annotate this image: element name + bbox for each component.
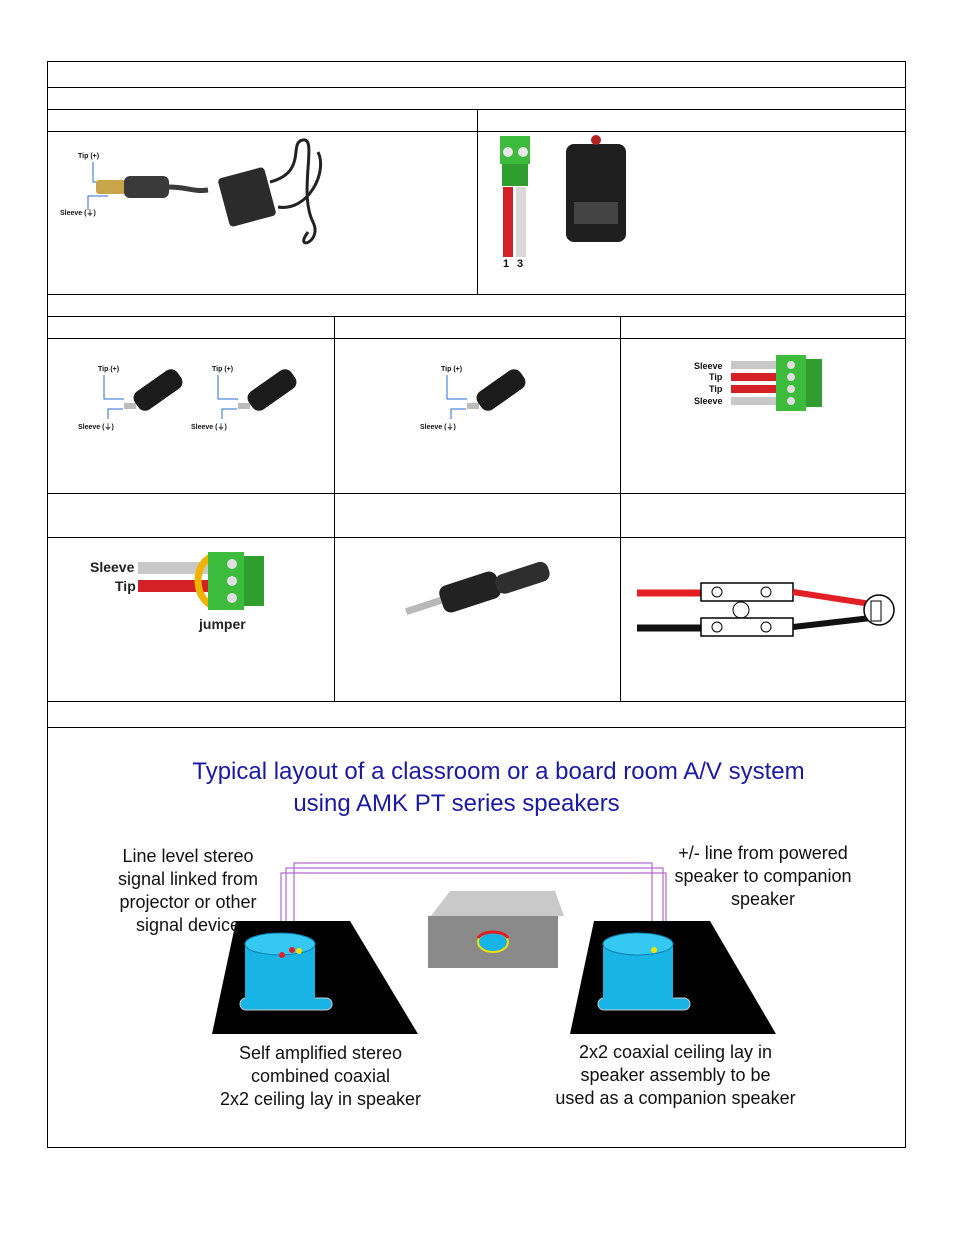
table-rule (48, 701, 905, 702)
speaker-wire-cell (621, 538, 906, 701)
table-rule (48, 493, 905, 494)
right-note: +/- line from powered speaker to compani… (663, 842, 863, 911)
table-rule (48, 316, 905, 317)
phoenix-power-image (478, 132, 906, 294)
document-table: Tip (+) Sleeve (⏚) 1 3 Ti (47, 61, 906, 1148)
rca-pair-cell: Tip (+) Sleeve (⏚) Tip (+) Sleeve (⏚) (48, 339, 334, 493)
right-caption: 2x2 coaxial ceiling lay in speaker assem… (548, 1041, 803, 1110)
pin-number-1: 1 (503, 258, 509, 270)
tip-label: Tip (709, 384, 722, 394)
mini-jack-image (335, 538, 620, 701)
pin-number-3: 3 (517, 258, 523, 270)
system-layout-diagram: Typical layout of a classroom or a board… (48, 728, 905, 1147)
rca-single-cell: Tip (+) Sleeve (⏚) (335, 339, 620, 493)
phoenix-stereo-image (621, 339, 906, 493)
left-caption: Self amplified stereo combined coaxial 2… (188, 1042, 453, 1111)
mini-plug-cell (335, 538, 620, 701)
tip-label: Tip (115, 578, 136, 594)
rca-plug-pair-image (48, 339, 334, 493)
table-rule (48, 294, 905, 295)
tip-label: Tip (709, 372, 722, 382)
phoenix-mono-cell: Sleeve Tip jumper (48, 538, 334, 701)
phoenix-stereo-cell: Sleeve Tip Tip Sleeve (621, 339, 906, 493)
left-note: Line level stereo signal linked from pro… (93, 845, 283, 937)
power-supply-phoenix-cell: 1 3 (478, 132, 906, 294)
jumper-label: jumper (199, 616, 246, 632)
sleeve-label: Sleeve (694, 361, 723, 371)
sleeve-label: Sleeve (90, 559, 134, 575)
barrel-plug-image (48, 132, 477, 294)
rca-plug-image (335, 339, 620, 493)
power-supply-barrel-cell: Tip (+) Sleeve (⏚) (48, 132, 477, 294)
table-rule (48, 87, 905, 88)
sleeve-label: Sleeve (694, 396, 723, 406)
speaker-wire-image (621, 538, 906, 701)
